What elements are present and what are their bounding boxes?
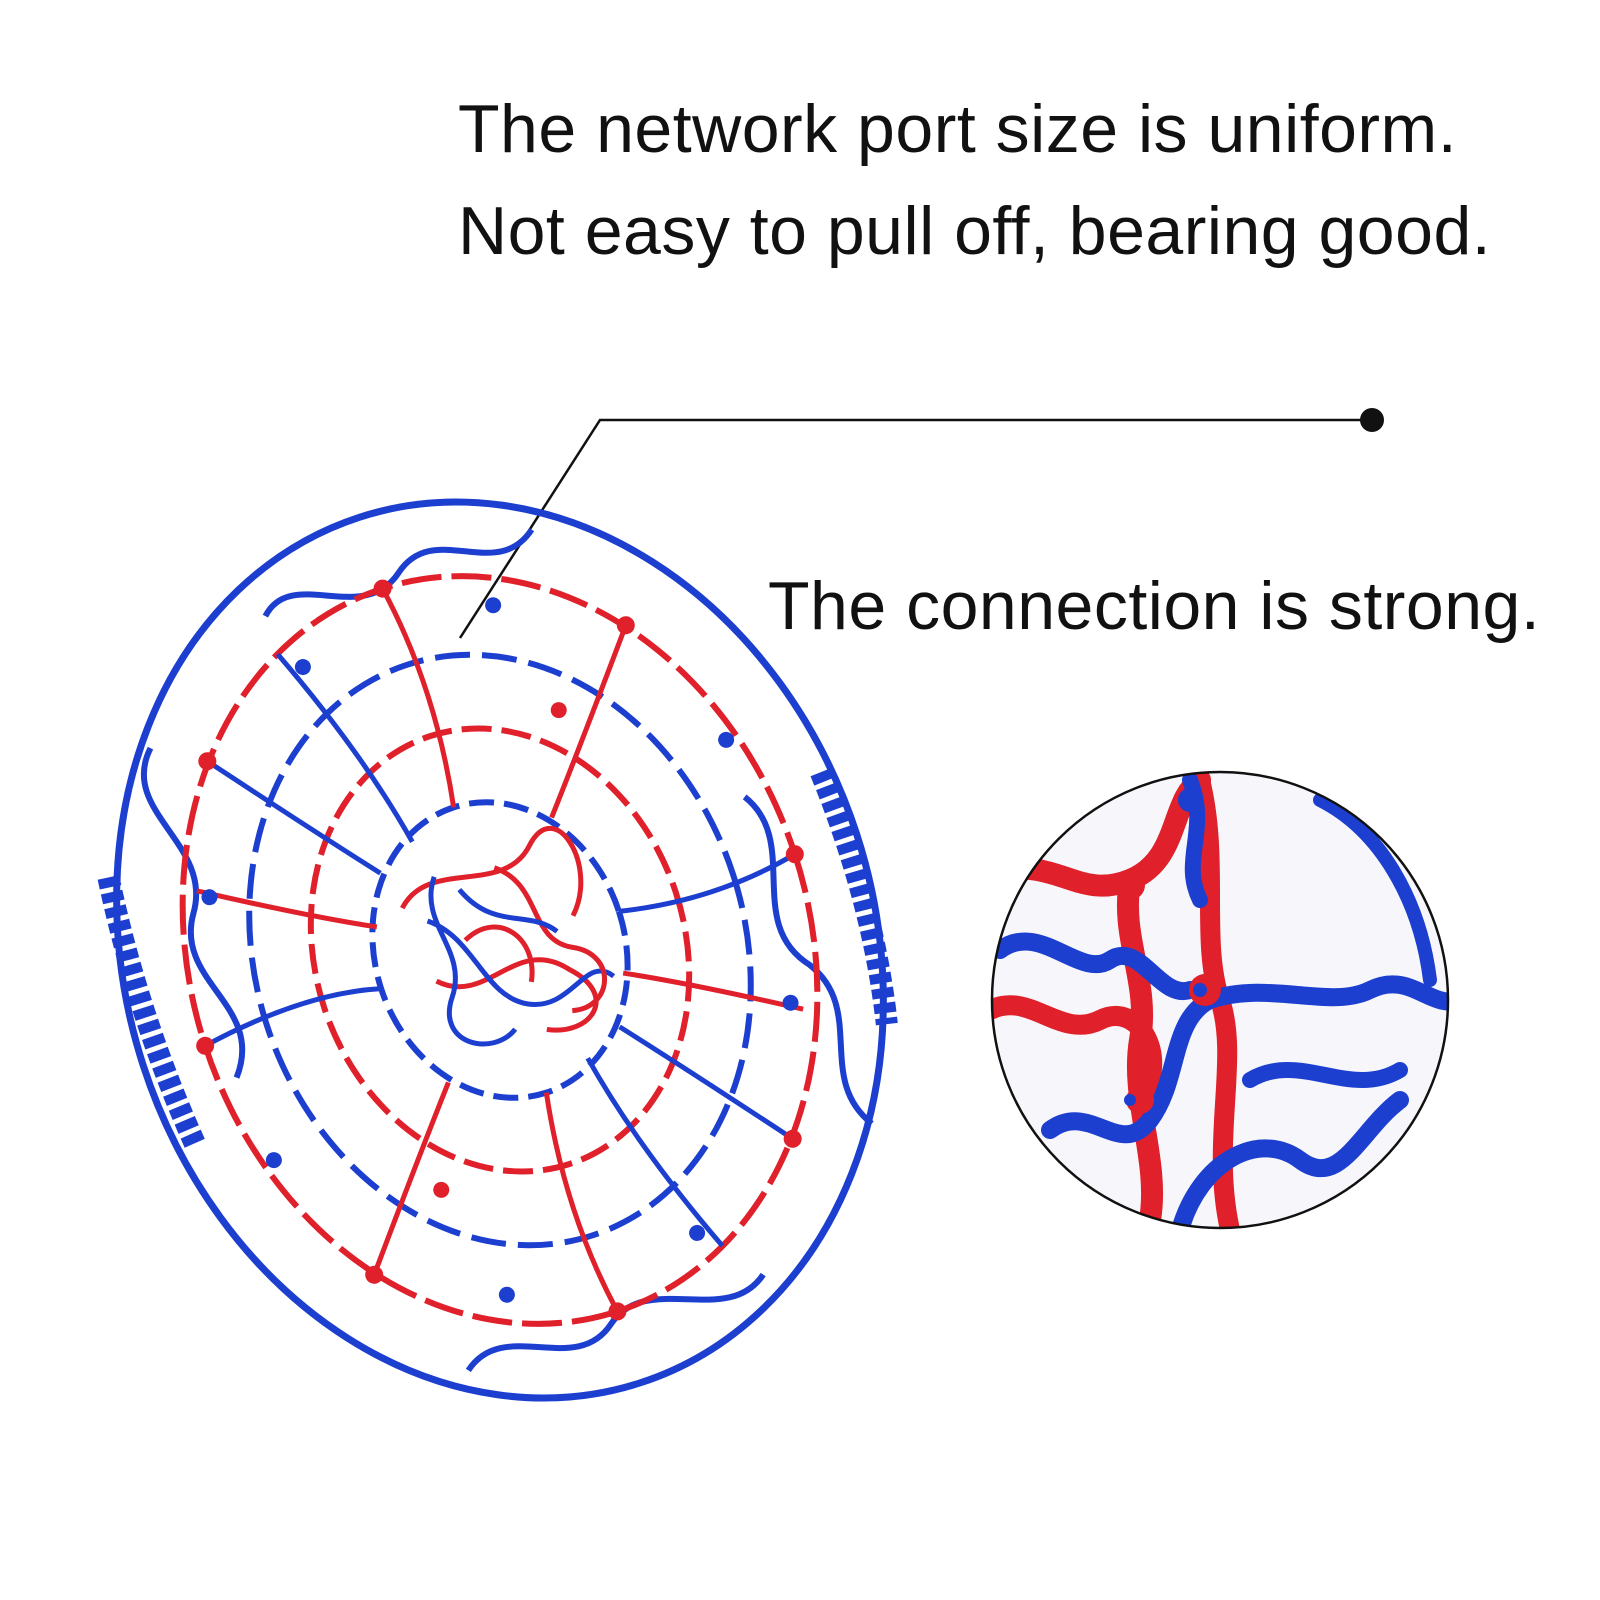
callout-dot: [1360, 408, 1384, 432]
caption-uniform-port: The network port size is uniform.: [458, 91, 1458, 167]
callout-leader: [458, 408, 1384, 639]
caption-connection-strong: The connection is strong.: [768, 568, 1541, 644]
caption-bearing-good: Not easy to pull off, bearing good.: [458, 193, 1492, 269]
zoom-inset: [990, 770, 1450, 1230]
basketball-net: [97, 498, 898, 1402]
